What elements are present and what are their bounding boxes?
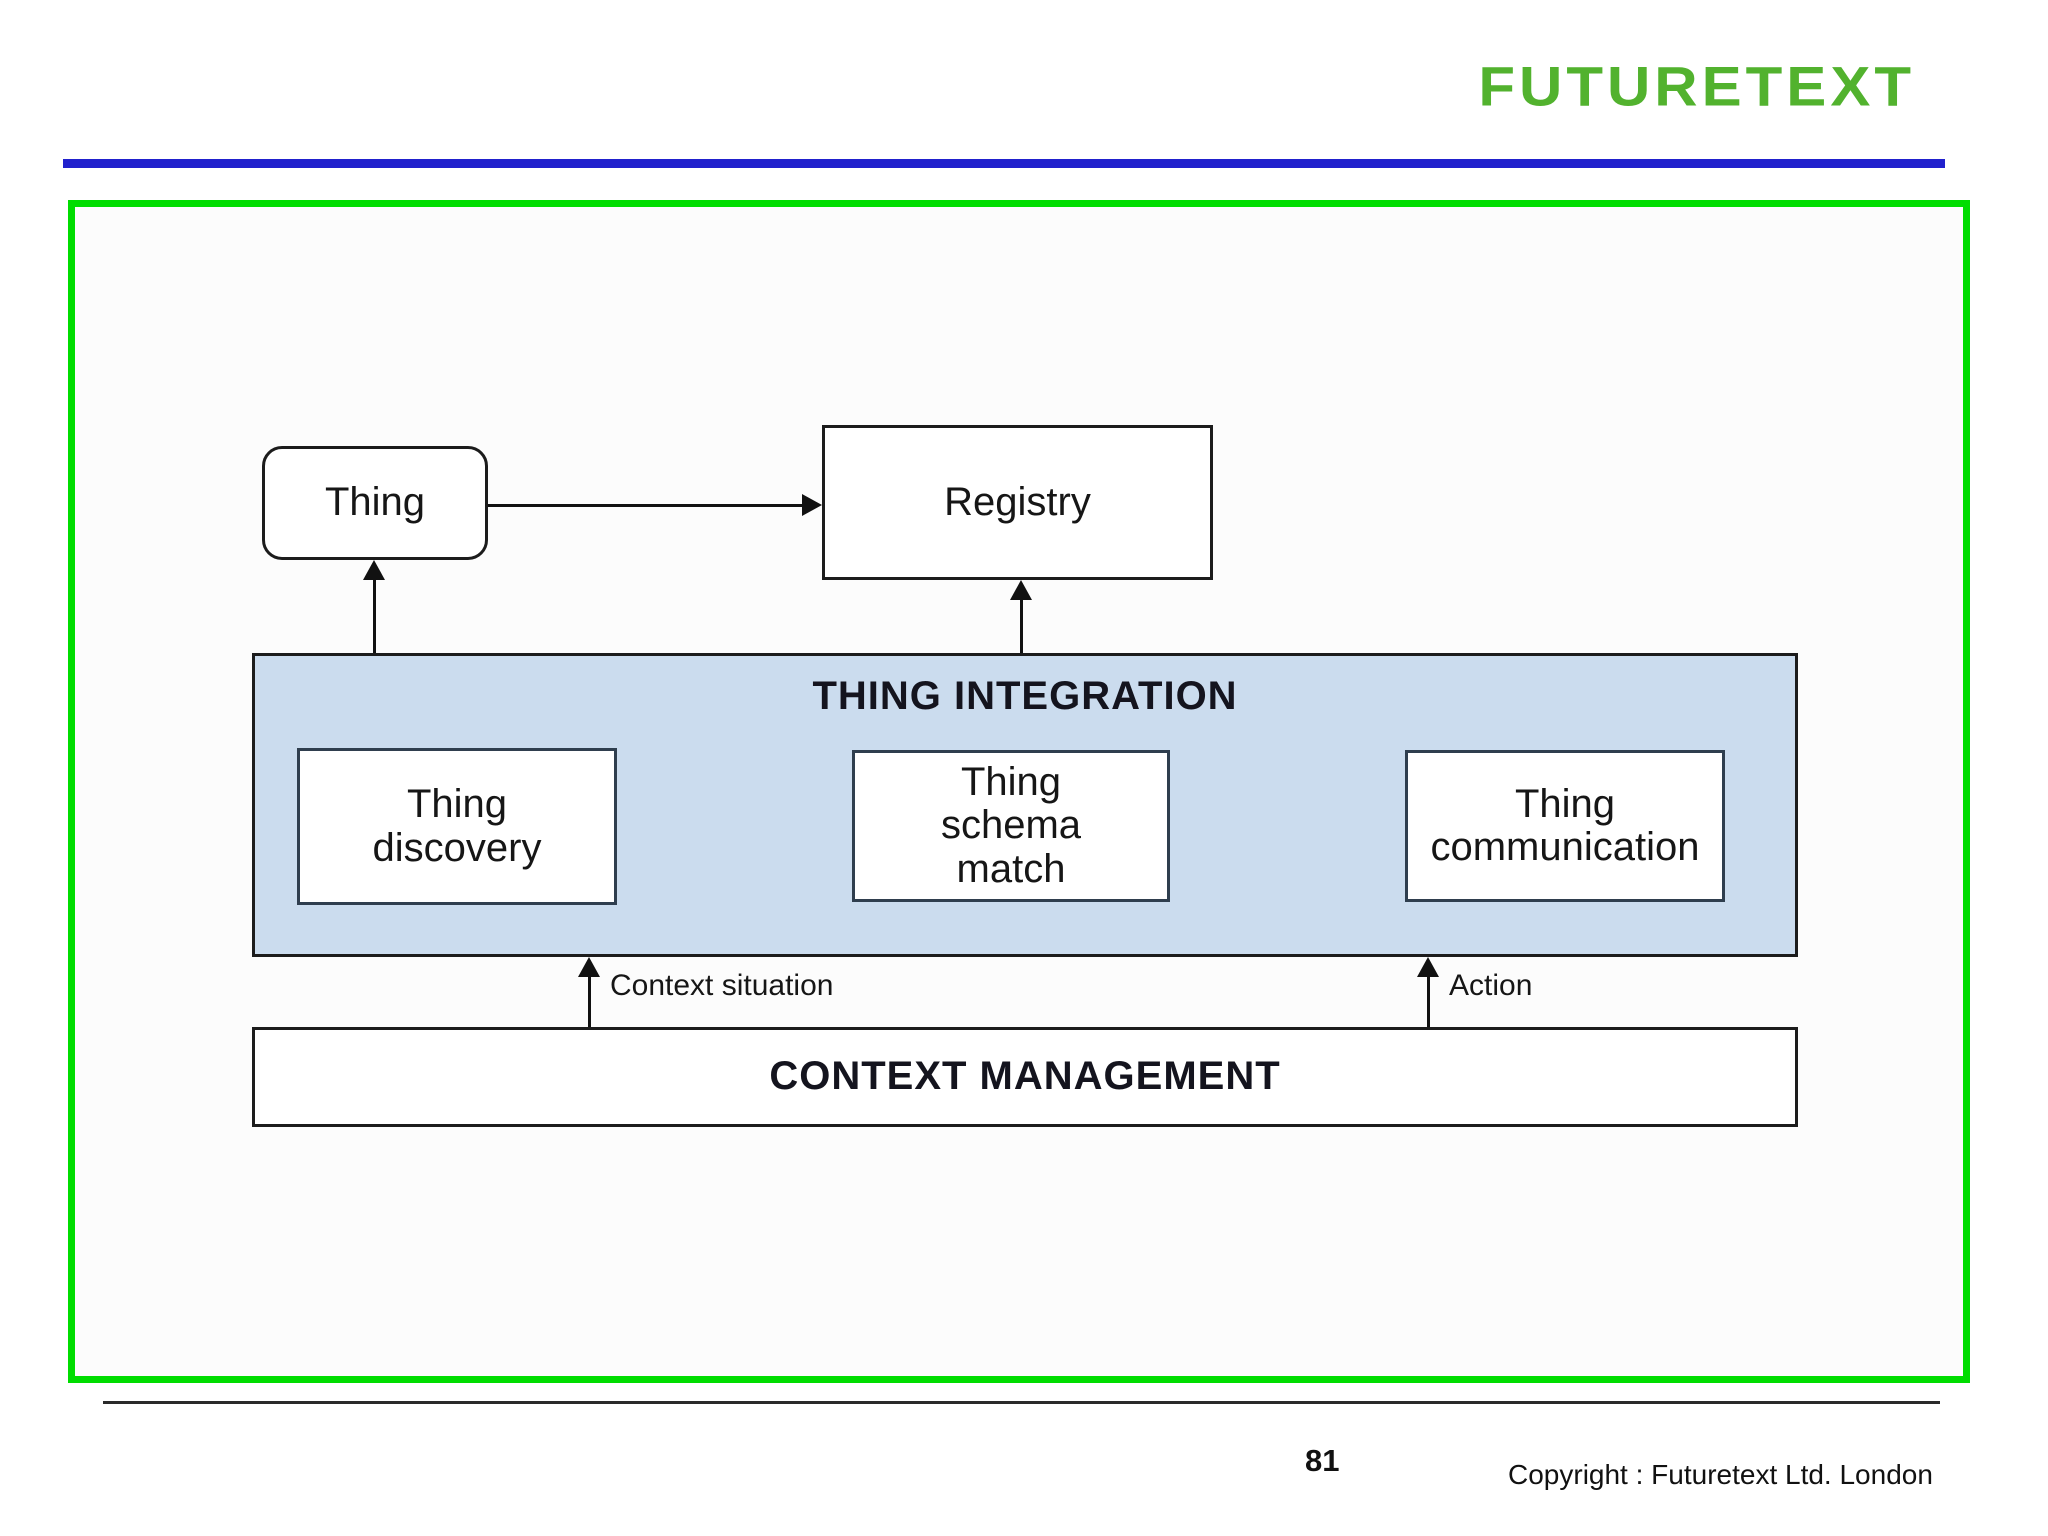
arrow-shaft bbox=[587, 977, 591, 1027]
arrow-head-up-icon bbox=[363, 560, 385, 580]
thing-communication-node: Thing communication bbox=[1405, 750, 1725, 902]
header-divider-rule bbox=[63, 159, 1945, 168]
diagram-frame: Thing Registry THING INTEGRATION Thing d… bbox=[68, 200, 1970, 1383]
thing-integration-title: THING INTEGRATION bbox=[812, 674, 1238, 718]
arrow-head-right-icon bbox=[802, 494, 822, 516]
thing-schema-match-node: Thing schema match bbox=[852, 750, 1170, 902]
arrow-head-up-icon bbox=[1010, 580, 1032, 600]
arrow-action bbox=[1417, 957, 1439, 1027]
registry-node: Registry bbox=[822, 425, 1213, 580]
arrow-context-situation bbox=[578, 957, 600, 1027]
arrow-thing-to-registry bbox=[488, 494, 822, 516]
arrow-shaft bbox=[1019, 600, 1023, 653]
context-management-node: CONTEXT MANAGEMENT bbox=[252, 1027, 1798, 1127]
arrow-shaft bbox=[488, 503, 802, 507]
thing-discovery-node: Thing discovery bbox=[297, 748, 617, 905]
thing-node: Thing bbox=[262, 446, 488, 560]
arrow-shaft bbox=[372, 580, 376, 653]
arrow-shaft bbox=[1426, 977, 1430, 1027]
context-situation-label: Context situation bbox=[610, 969, 834, 1002]
thing-integration-container: THING INTEGRATION Thing discovery Thing … bbox=[252, 653, 1798, 957]
arrow-integration-to-thing bbox=[363, 560, 385, 653]
arrow-head-up-icon bbox=[1417, 957, 1439, 977]
arrow-integration-to-registry bbox=[1010, 580, 1032, 653]
footer-divider-rule bbox=[103, 1401, 1940, 1404]
futuretext-logo: FUTURETEXT bbox=[1478, 55, 1915, 118]
page-number: 81 bbox=[1305, 1443, 1340, 1478]
action-label: Action bbox=[1449, 969, 1533, 1002]
arrow-head-up-icon bbox=[578, 957, 600, 977]
copyright-text: Copyright : Futuretext Ltd. London bbox=[1508, 1459, 1933, 1490]
